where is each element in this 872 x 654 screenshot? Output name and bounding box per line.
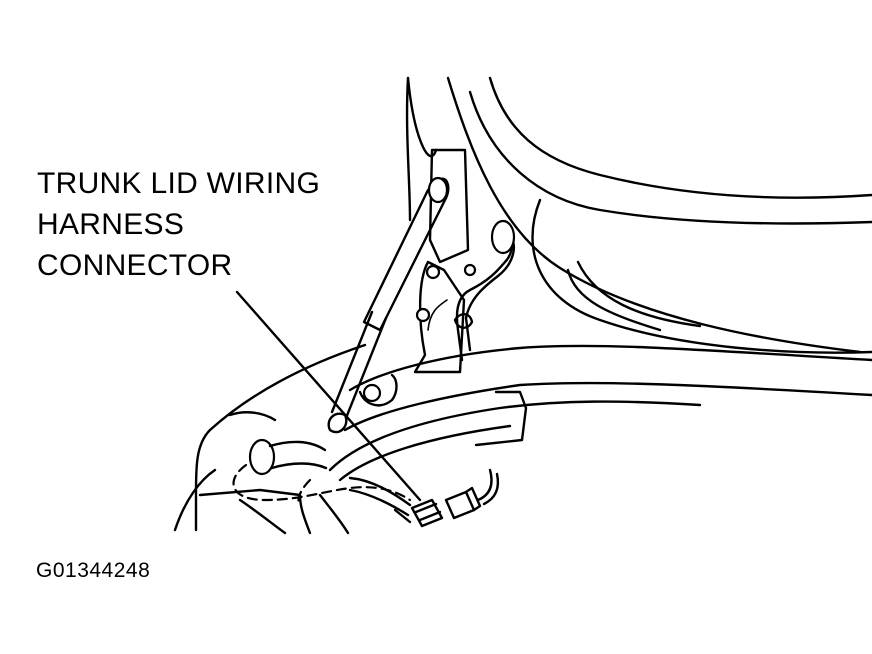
upper-harness [453,219,516,362]
body-frame-outline [405,76,872,354]
bracket-bolt-upper [425,264,441,280]
figure-id: G01344248 [36,559,151,582]
bracket-bolt-lower [415,307,431,323]
gas-strut [330,176,450,420]
strut-upper-ball-joint [427,176,449,204]
left-body-panel [173,343,367,535]
hinge-bracket [413,148,477,374]
hinge-pivot-bolt [362,383,382,403]
lower-harness [232,438,412,524]
upper-grommet [490,219,516,255]
trunk-lid-harness-connector [410,468,500,528]
callout-line-3: CONNECTOR [37,249,233,282]
bracket-bolt-side [463,263,477,277]
callout-line-2: HARNESS [37,208,185,241]
callout-leader-line [235,290,422,502]
callout-line-1: TRUNK LID WIRING [37,167,321,200]
lower-grommet [248,438,276,476]
callout-label-trunk-lid-wiring-harness-connector: TRUNK LID WIRING HARNESS CONNECTOR [37,163,320,286]
hinge-arm [327,344,872,482]
